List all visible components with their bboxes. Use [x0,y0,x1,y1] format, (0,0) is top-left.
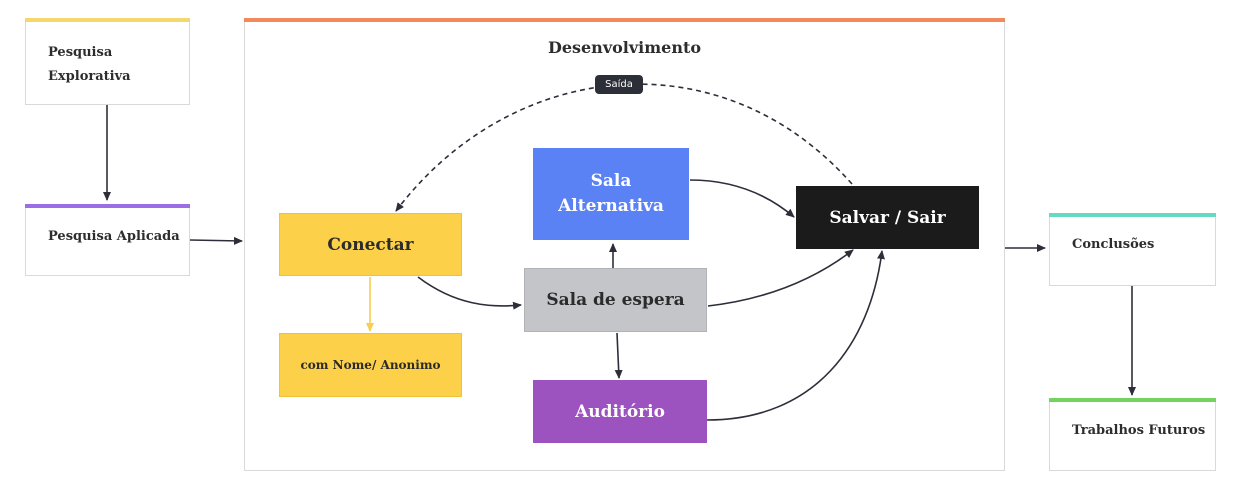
edge-espera-auditorio [614,332,623,379]
card-label: Pesquisa Explorativa [48,45,131,84]
node-conectar: Conectar [279,213,462,276]
card-label: Conclusões [1072,237,1155,252]
node-label: Sala Alternativa [558,171,664,216]
card-accent-bar [25,204,190,208]
section-title: Desenvolvimento [547,38,702,57]
edge-alternativa-salvar [689,179,795,218]
card-accent-bar [1049,213,1216,217]
node-salvar-sair: Salvar / Sair [796,186,979,249]
card-pesquisa-aplicada: Pesquisa Aplicada [25,204,190,276]
edge-espera-salvar [707,249,854,307]
card-label: Pesquisa Aplicada [48,229,180,244]
card-conclusoes: Conclusões [1049,213,1216,286]
node-label: Auditório [575,401,665,422]
edge-auditorio-salvar [706,250,885,421]
node-label: com Nome/ Anonimo [300,358,441,372]
card-label: Trabalhos Futuros [1072,423,1206,438]
card-trabalhos-futuros: Trabalhos Futuros [1049,398,1216,471]
node-label: Conectar [327,234,414,255]
edge-conectar-espera [417,276,522,310]
card-accent-bar [25,18,190,22]
node-label: Salvar / Sair [829,207,946,228]
node-sala-de-espera: Sala de espera [524,268,707,332]
node-sala-alternativa: Sala Alternativa [533,148,689,240]
card-accent-bar [1049,398,1216,402]
node-label: Sala de espera [546,290,685,310]
section-accent-bar [244,18,1005,22]
edge-aplicada-conectar [189,236,243,245]
node-auditorio: Auditório [533,380,707,443]
node-com-nome-anonimo: com Nome/ Anonimo [279,333,462,397]
edge-label-saida: Saída [595,75,643,94]
card-pesquisa-explorativa: Pesquisa Explorativa [25,18,190,105]
